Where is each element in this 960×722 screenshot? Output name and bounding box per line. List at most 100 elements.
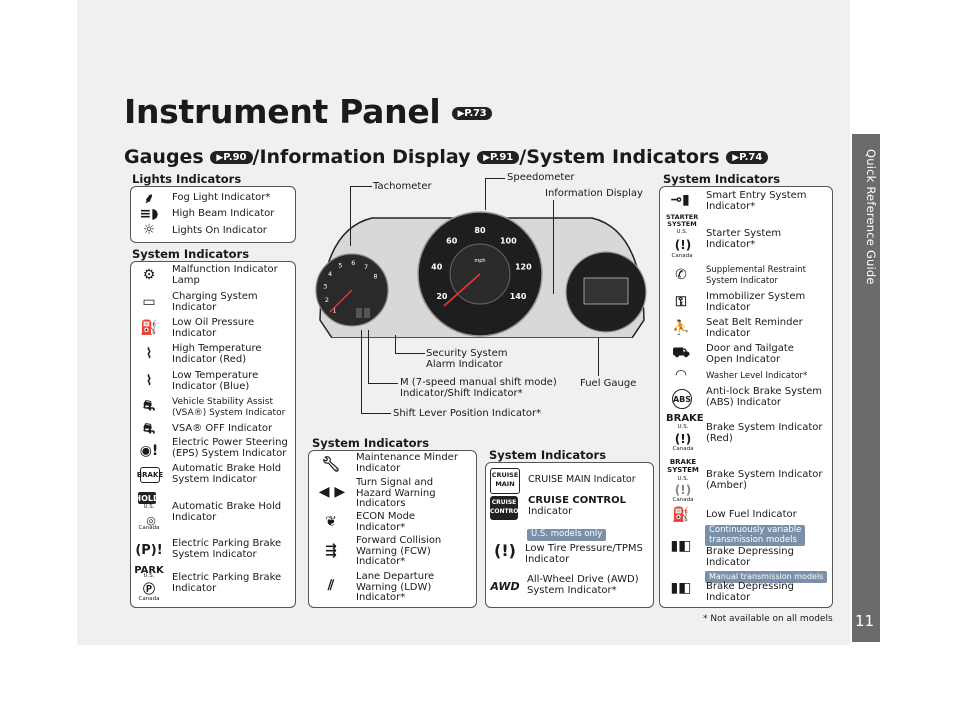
econ-leaf-icon: ❦: [325, 514, 337, 530]
tach-tick-label: 7: [364, 263, 368, 271]
callout-line: [350, 186, 372, 187]
side-tab: [852, 134, 880, 642]
tach-tick-label: 5: [338, 262, 342, 270]
wrench-icon: 🔧︎: [321, 455, 341, 473]
section-subtitle: Gauges ▶P.90/Information Display ▶P.91/S…: [124, 146, 769, 168]
lights-box: [130, 186, 296, 243]
cruise-system-heading: System Indicators: [489, 448, 607, 462]
callout-line: [553, 200, 554, 294]
cruise-main-label: CRUISE MAIN Indicator: [528, 474, 636, 485]
awd-icon: AWD: [490, 579, 520, 593]
hold-circle-icon: ◎: [146, 513, 156, 527]
left-system-box: [130, 261, 296, 608]
lights-item: Fog Light Indicator*: [172, 192, 271, 203]
awd-label: All-Wheel Drive (AWD)System Indicator*: [527, 574, 639, 596]
fog-light-icon: ⸙: [143, 190, 155, 207]
starter-system-icon: STARTER SYSTEM: [666, 213, 699, 228]
thermometer-icon: ⌇: [145, 373, 153, 389]
lights-heading: Lights Indicators: [132, 172, 242, 186]
right-item: Brake System Indicator(Amber): [706, 469, 823, 491]
brake-pedal-icon: ▮◧: [670, 580, 692, 596]
washer-icon: ◠: [675, 367, 687, 383]
us-label: U.S.: [677, 424, 689, 430]
page-ref-badge[interactable]: ▶P.90: [210, 151, 253, 164]
fuel-gauge-label: Fuel Gauge: [580, 378, 637, 389]
page-ref-badge[interactable]: ▶P.91: [477, 151, 520, 164]
callout-line: [350, 186, 351, 246]
lights-on-icon: ☼: [142, 222, 156, 238]
vsa-icon: ⛐: [142, 398, 156, 414]
page-ref-badge[interactable]: ▶P.73: [451, 107, 493, 120]
thermometer-icon: ⌇: [145, 346, 153, 362]
srs-airbag-icon: ✆: [675, 267, 687, 283]
left-system-heading: System Indicators: [132, 247, 250, 261]
brake-hold-icon: BRAKE: [137, 467, 163, 483]
fcw-icon: ⇶: [325, 543, 337, 559]
canada-label: Canada: [671, 253, 693, 259]
speed-tick-label: 120: [515, 262, 532, 271]
lights-item: Lights On Indicator: [172, 225, 267, 236]
right-item: Brake System Indicator(Red): [706, 422, 823, 444]
canada-label: Canada: [138, 525, 160, 531]
speedometer-label: Speedometer: [507, 172, 575, 183]
callout-line: [368, 330, 369, 383]
park-icon: PARK: [134, 564, 164, 576]
speed-tick-label: 40: [431, 262, 443, 271]
turn-signal-icon: ◀ ▶: [318, 484, 346, 500]
tach-tick-label: 8: [373, 273, 377, 281]
page-number: 11: [855, 612, 875, 630]
left-item: VSA® OFF Indicator: [172, 423, 273, 434]
info-display-label: Information Display: [545, 188, 643, 199]
us-label: U.S.: [143, 504, 155, 510]
page-ref-badge[interactable]: ▶P.74: [726, 151, 769, 164]
left-item: Electric Power Steering(EPS) System Indi…: [172, 437, 288, 459]
page-title: Instrument Panel ▶P.73: [124, 92, 493, 131]
tach-tick-label: 3: [323, 283, 327, 291]
ldw-icon: ⫽: [327, 578, 335, 594]
left-item: Vehicle Stability Assist(VSA®) System In…: [172, 397, 286, 418]
callout-line: [361, 330, 362, 413]
cruise-main-icon: CRUISE MAIN: [490, 468, 520, 494]
mt-tag: Manual transmission models: [705, 571, 828, 583]
side-tab-label: Quick Reference Guide: [864, 149, 878, 285]
brake-pedal-icon: ▮◧: [670, 538, 692, 554]
hold-icon: HOLD: [134, 492, 160, 504]
tach-tick-label: 4: [328, 270, 332, 278]
immobilizer-key-icon: ⚿: [675, 294, 687, 310]
brake-icon: BRAKE: [666, 413, 704, 424]
door-open-icon: ⛟: [672, 345, 690, 361]
engine-icon: ⚙: [142, 267, 156, 283]
speed-tick-label: 20: [436, 292, 448, 301]
callout-line: [395, 353, 425, 354]
middle-system-heading: System Indicators: [312, 436, 430, 450]
eps-icon: ◉!: [139, 443, 159, 459]
callout-line: [485, 178, 505, 179]
starter-warning-icon: (!): [674, 238, 692, 252]
middle-system-box: [308, 450, 477, 608]
callout-line: [598, 338, 599, 376]
us-label: U.S.: [677, 476, 689, 482]
parking-brake-icon: (P)!: [135, 542, 163, 558]
speed-tick-label: 60: [446, 236, 458, 245]
